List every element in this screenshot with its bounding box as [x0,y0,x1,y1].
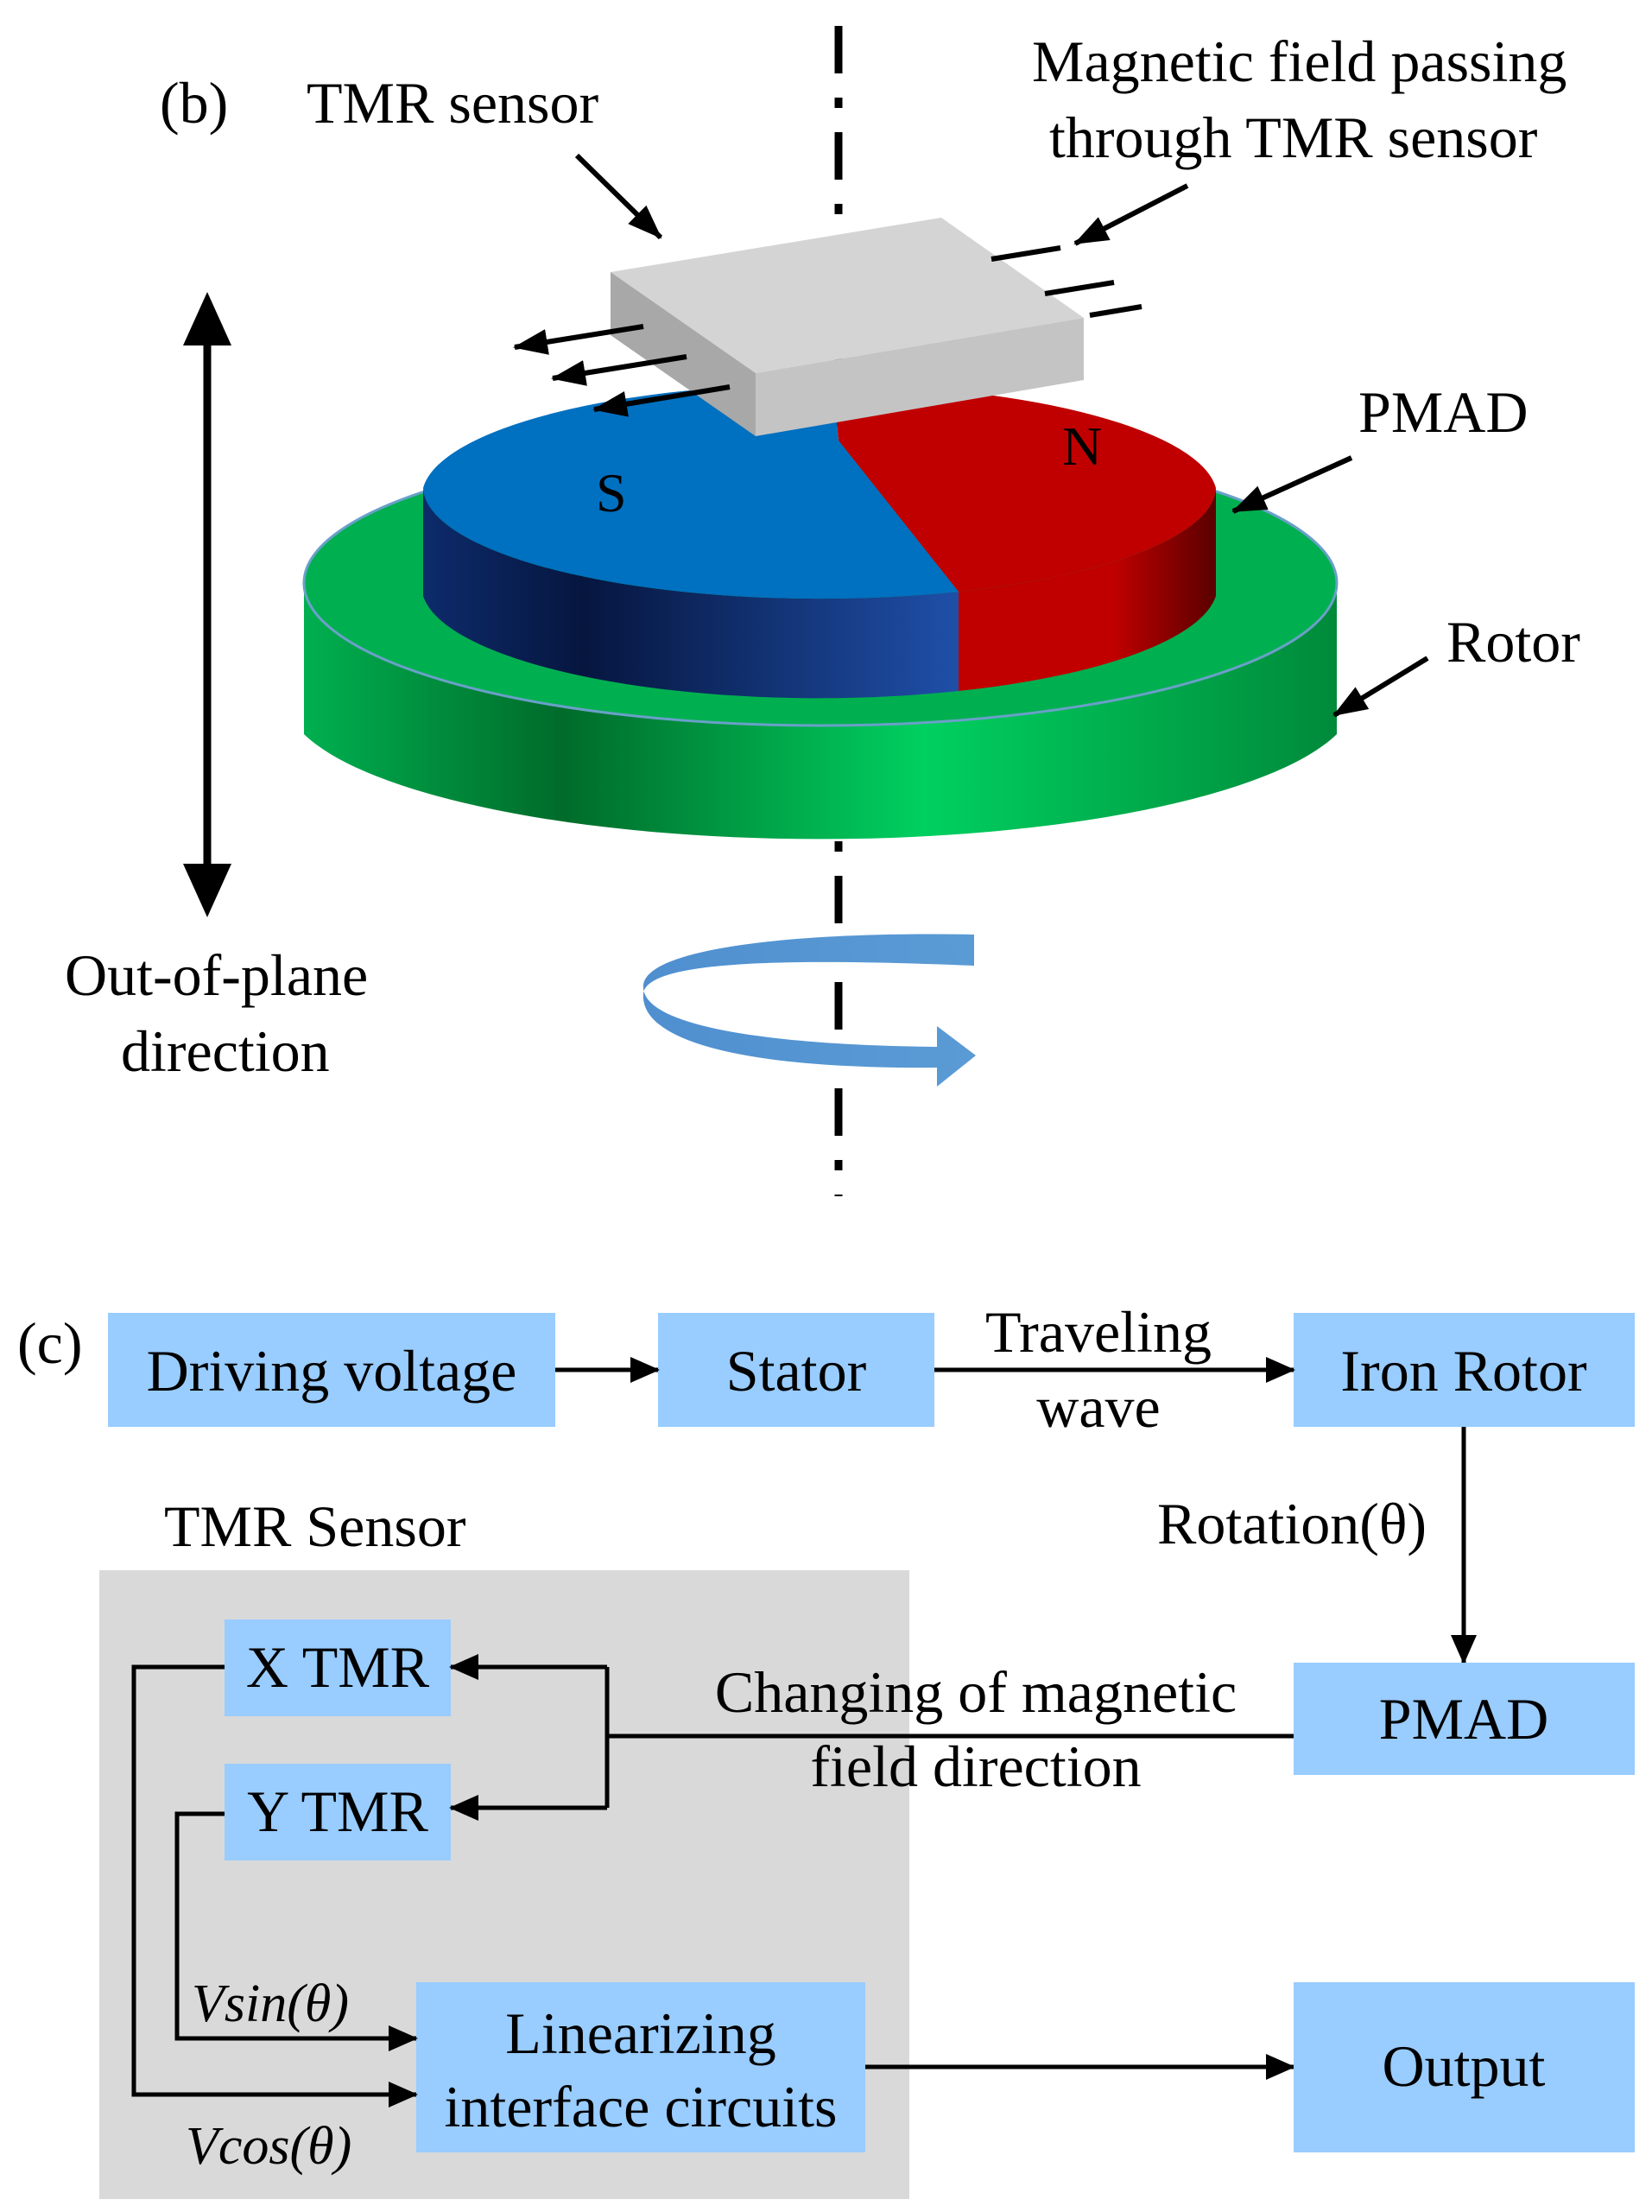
traveling-label-line1: Traveling [985,1299,1212,1365]
stator-label: Stator [726,1338,867,1404]
driving-voltage-box: Driving voltage [108,1313,555,1427]
rotor-label: Rotor [1446,609,1580,675]
output-label: Output [1383,2033,1546,2099]
iron-rotor-box: Iron Rotor [1294,1313,1635,1427]
field-pointer [1073,183,1189,246]
rotation-arrow-icon [642,934,976,1087]
vsin-connector [174,1811,418,2051]
direction-label-line1: Out-of-plane [65,942,368,1008]
north-pole-label: N [1062,415,1102,477]
panel-c: (c) Driving voltage Stator Iron Rotor Tr… [17,1299,1635,2199]
stator-box: Stator [658,1313,934,1427]
output-box: Output [1294,1982,1635,2152]
field-direction-connector [449,1654,1294,1821]
field-lines-right [991,245,1142,318]
vcos-connector [131,1664,418,2107]
changing-label-line1: Changing of magnetic [715,1659,1237,1725]
iron-rotor-label: Iron Rotor [1340,1338,1587,1404]
tmr-sensor-block [611,218,1084,436]
pmad-magnet: S N [423,383,1216,699]
rotor-pointer [1332,656,1429,718]
driving-voltage-label: Driving voltage [147,1338,517,1404]
linearizing-box: Linearizing interface circuits [416,1982,865,2152]
pmad-label: PMAD [1358,379,1529,445]
south-pole-label: S [596,462,627,523]
linearizing-label-line2: interface circuits [445,2074,838,2139]
linearizing-label-line1: Linearizing [505,2000,775,2066]
rotation-label: Rotation(θ) [1157,1491,1427,1556]
field-label-line1: Magnetic field passing [1032,29,1567,94]
x-tmr-label: X TMR [246,1634,430,1700]
pmad-pointer [1231,455,1353,514]
out-of-plane-arrow [183,292,231,917]
panel-b: (b) S N [65,26,1580,1196]
x-tmr-box: X TMR [225,1619,451,1716]
y-tmr-box: Y TMR [225,1764,451,1860]
tmr-sensor-pointer [574,153,663,240]
vcos-label: Vcos(θ) [186,2117,351,2176]
panel-b-label: (b) [160,70,228,136]
field-arrows-left [513,324,731,417]
changing-label-line2: field direction [810,1733,1141,1799]
field-label-line2: through TMR sensor [1049,105,1538,170]
pmad-box: PMAD [1294,1663,1635,1775]
tmr-group-title: TMR Sensor [164,1493,466,1559]
y-tmr-label: Y TMR [247,1778,428,1844]
vsin-label: Vsin(θ) [192,1974,349,2033]
tmr-sensor-label: TMR sensor [307,70,598,136]
panel-c-label: (c) [17,1310,82,1376]
direction-label-line2: direction [121,1018,330,1084]
traveling-label-line2: wave [1036,1374,1160,1440]
pmad-box-label: PMAD [1379,1686,1549,1752]
